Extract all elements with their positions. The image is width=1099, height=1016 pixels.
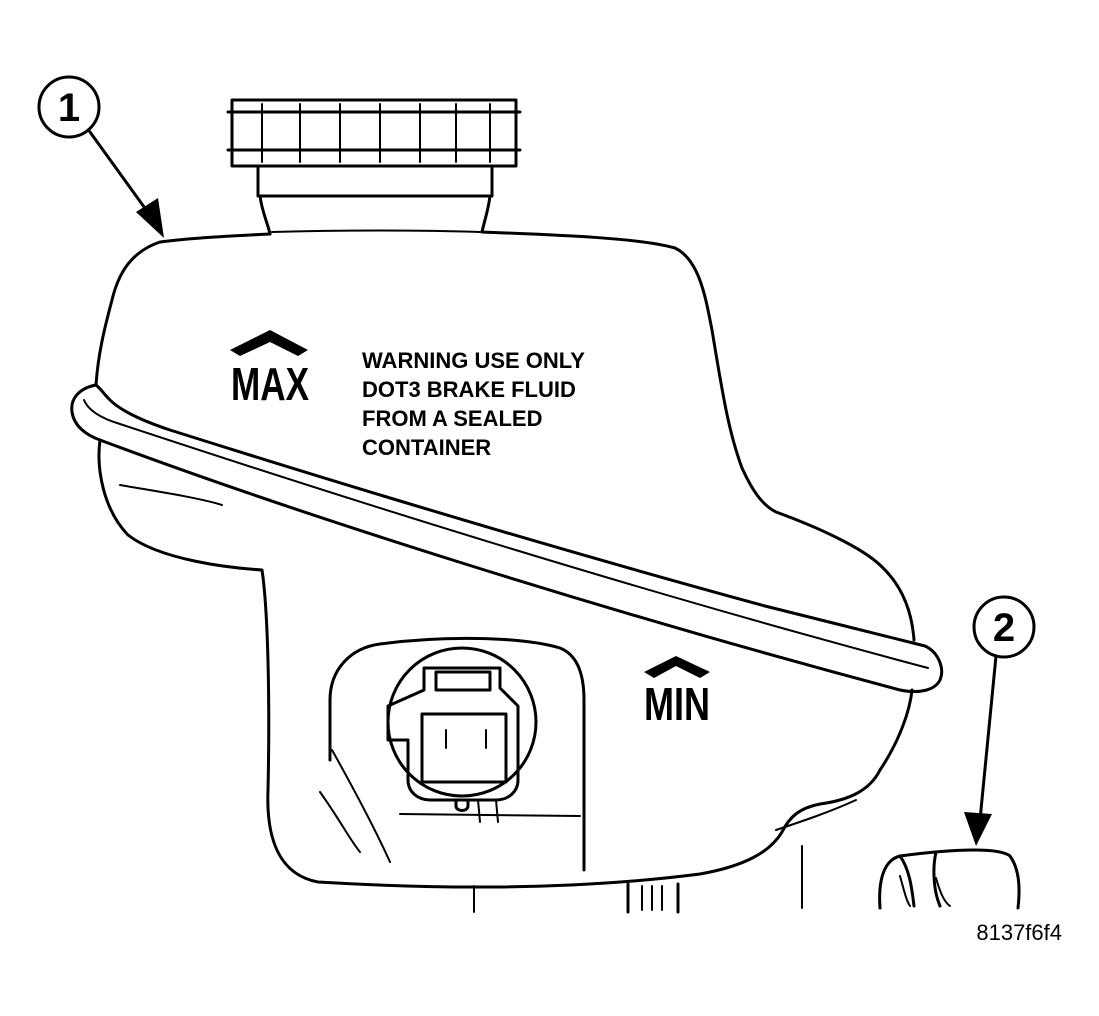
reservoir-seam-flange xyxy=(70,383,944,694)
reservoir-upper-body xyxy=(94,230,916,642)
max-level-chevron-icon xyxy=(230,330,308,356)
callout-2: 2 xyxy=(964,595,1036,846)
callout-1-number: 1 xyxy=(58,86,80,130)
reservoir-neck xyxy=(258,194,492,236)
reservoir-lower-detail xyxy=(119,484,857,863)
warning-text: WARNING USE ONLY DOT3 BRAKE FLUID FROM A… xyxy=(362,348,585,460)
max-level-label: MAX xyxy=(231,358,309,410)
warning-line-2: DOT3 BRAKE FLUID xyxy=(362,377,576,402)
warning-line-3: FROM A SEALED xyxy=(362,406,542,431)
warning-line-4: CONTAINER xyxy=(362,435,491,460)
figure-id: 8137f6f4 xyxy=(976,920,1062,945)
callout-1-arrowhead-icon xyxy=(136,198,164,238)
min-level-chevron-icon xyxy=(644,656,710,678)
min-level-label: MIN xyxy=(644,678,710,730)
callout-1: 1 xyxy=(37,75,164,238)
reservoir-lower-body xyxy=(97,438,914,889)
item-2-part xyxy=(878,848,1021,910)
reservoir-cap xyxy=(226,98,522,198)
callout-2-arrowhead-icon xyxy=(964,812,992,846)
fluid-level-sensor-connector xyxy=(328,636,586,872)
warning-line-1: WARNING USE ONLY xyxy=(362,348,585,373)
reservoir-outlets xyxy=(473,845,803,914)
callout-2-number: 2 xyxy=(993,606,1015,650)
reservoir-upper-highlight xyxy=(271,229,481,233)
